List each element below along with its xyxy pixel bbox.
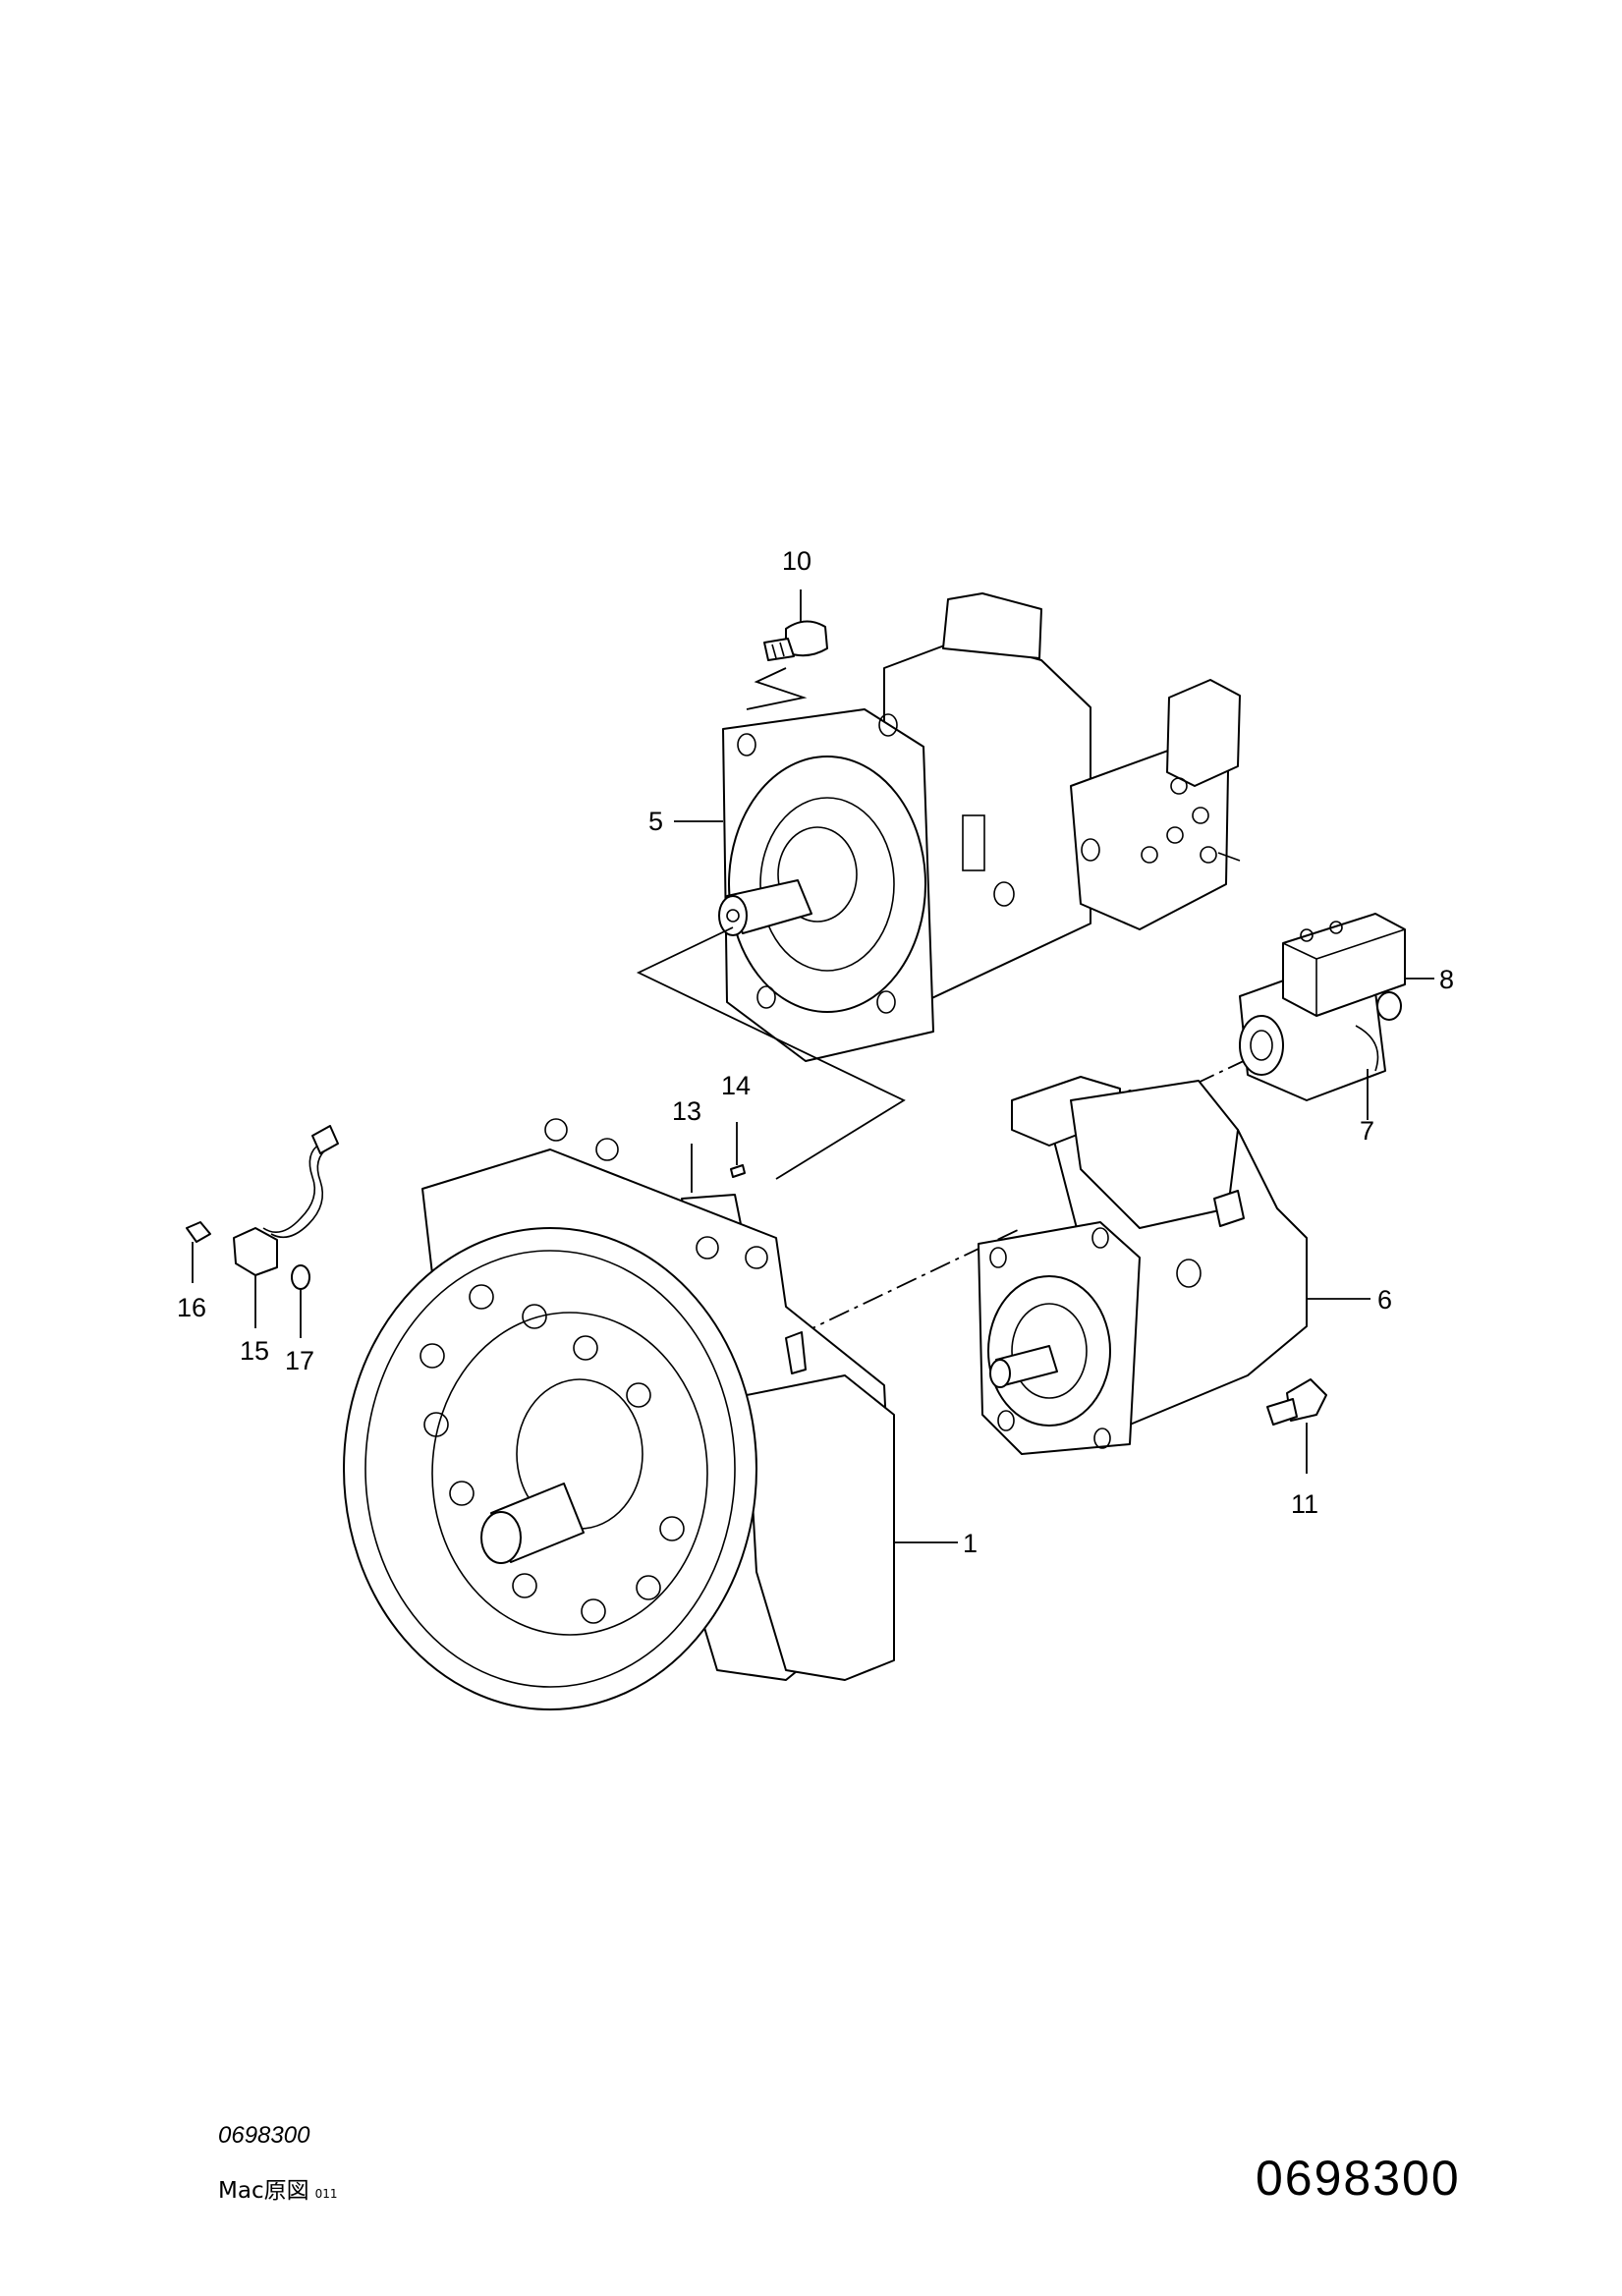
callout-1: 1 [963,1529,978,1558]
sensor-part-15 [233,1125,339,1328]
pump-part-5 [674,592,1241,1062]
callout-17: 17 [285,1346,314,1375]
main-pump-part-1 [343,1118,958,1710]
callout-8: 8 [1439,965,1454,994]
source-note: Mac原図 011 [218,2171,338,2205]
callout-10: 10 [782,546,811,576]
callout-7: 7 [1360,1116,1374,1146]
valve-block-part-8 [1282,913,1434,1021]
plug-part-16 [186,1221,211,1283]
callout-15: 15 [240,1336,269,1366]
callout-13: 13 [672,1096,701,1126]
ring-part-17 [291,1264,310,1338]
source-note-sub: 011 [314,2187,338,2201]
bolt-part-11 [1266,1378,1327,1474]
callout-6: 6 [1377,1285,1392,1315]
document-code-large: 0698300 [1256,2151,1461,2206]
document-code-small: 0698300 [218,2122,310,2149]
screw-part-14 [730,1122,746,1178]
pump-part-6 [978,1076,1370,1455]
bolt-part-10 [763,589,828,661]
callout-14: 14 [721,1071,751,1100]
callout-16: 16 [177,1293,206,1322]
callout-5: 5 [648,807,663,836]
callout-11: 11 [1291,1489,1318,1519]
source-note-text: Mac原図 [218,2178,309,2204]
